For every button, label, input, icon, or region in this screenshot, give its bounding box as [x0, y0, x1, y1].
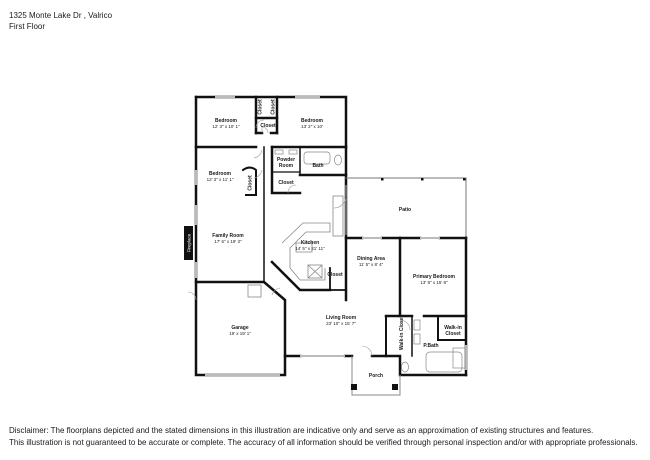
- label-bath: Bath: [312, 163, 324, 169]
- room-living-room: Living Room 23' 10" x 15' 7": [326, 315, 356, 327]
- room-bedroom-1: Bedroom 12' 3" x 10' 1": [212, 118, 239, 130]
- disclaimer-line-1: Disclaimer: The floorplans depicted and …: [9, 426, 594, 435]
- label-walkin-closet-2: Walk-in Closet: [444, 325, 462, 337]
- disclaimer-line-2: This illustration is not guaranteed to b…: [9, 438, 638, 447]
- room-dims: 17' 6" x 19' 3": [214, 239, 242, 244]
- room-dims: 13' 2" x 10': [301, 124, 323, 129]
- room-dims: 18' x 19' 1": [229, 331, 251, 336]
- room-name: Dining Area: [357, 256, 385, 262]
- room-name: Bedroom: [209, 171, 231, 177]
- room-primary-bedroom: Primary Bedroom 13' 9" x 15' 8": [413, 274, 455, 286]
- room-name: Bedroom: [301, 118, 323, 124]
- room-name: Family Room: [212, 233, 244, 239]
- room-dims: 12' 3" x 11' 1": [206, 177, 234, 182]
- label-powder-room: Powder Room: [276, 157, 296, 169]
- label-closet-hall: Closet: [260, 123, 276, 129]
- label-closet-kitchen: Closet: [327, 272, 343, 278]
- room-dims: 14' 5" x 21' 11": [295, 246, 325, 251]
- label-porch: Porch: [368, 373, 384, 379]
- room-kitchen: Kitchen 14' 5" x 21' 11": [295, 240, 324, 252]
- label-closet-bed2: Closet: [270, 99, 277, 115]
- room-name: Primary Bedroom: [413, 274, 455, 280]
- label-patio: Patio: [398, 207, 412, 213]
- room-name: Kitchen: [300, 240, 320, 246]
- fireplace-label: Fireplace: [186, 233, 191, 253]
- property-address: 1325 Monte Lake Dr , Valrico: [9, 11, 113, 20]
- room-name: Bedroom: [215, 118, 237, 124]
- label-closet-bed1: Closet: [257, 99, 264, 115]
- label-closet-powder: Closet: [278, 180, 294, 186]
- room-dims: 13' 9" x 15' 8": [420, 280, 448, 285]
- floor-label: First Floor: [9, 22, 45, 31]
- fireplace: Fireplace: [184, 226, 193, 260]
- room-dims: 12' 3" x 10' 1": [212, 124, 240, 129]
- room-bedroom-2: Bedroom 13' 2" x 10': [301, 118, 323, 130]
- room-garage: Garage 18' x 19' 1": [229, 325, 251, 337]
- room-bedroom-3: Bedroom 12' 3" x 11' 1": [207, 171, 234, 183]
- room-dining-area: Dining Area 11' 5" x 8' 4": [357, 256, 385, 268]
- room-family-room: Family Room 17' 6" x 19' 3": [212, 233, 243, 245]
- label-walkin-closet-1: Walk-in Closet: [399, 315, 406, 351]
- label-pbath: P.Bath: [423, 343, 439, 349]
- label-closet-bed3: Closet: [247, 175, 254, 191]
- room-name: Living Room: [325, 315, 357, 321]
- room-dims: 11' 5" x 8' 4": [358, 262, 384, 267]
- room-name: Garage: [231, 325, 249, 331]
- room-dims: 23' 10" x 15' 7": [326, 321, 356, 326]
